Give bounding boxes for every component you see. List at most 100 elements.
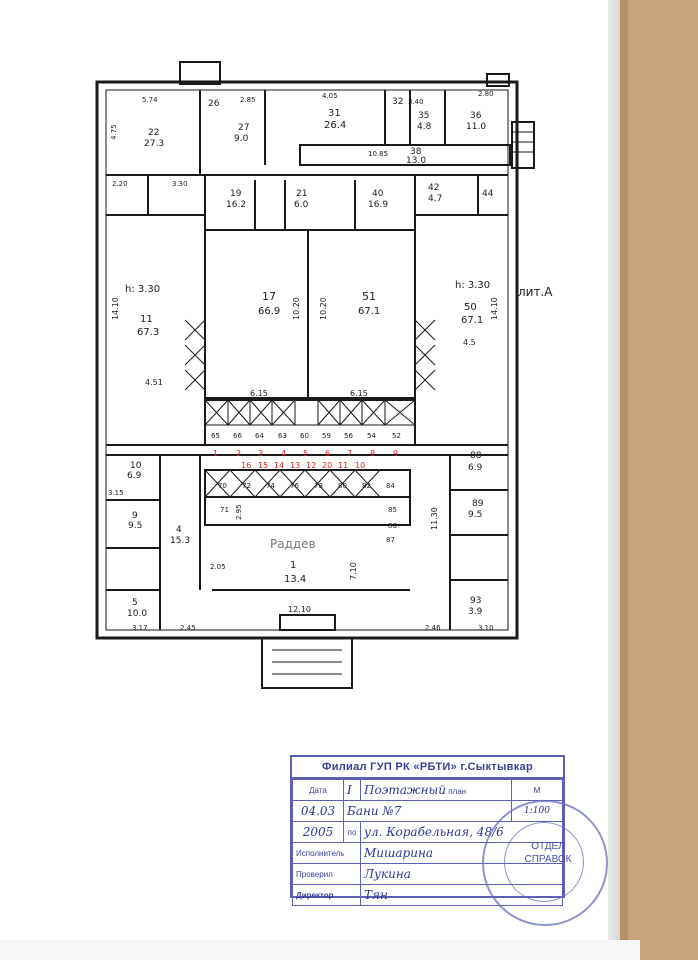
raddev-label: Раддев: [270, 537, 316, 551]
center-right-area: 67.1: [358, 306, 380, 317]
room-number: 22: [148, 128, 159, 138]
red-number: 4: [281, 449, 286, 458]
room-area: 4.8: [417, 122, 432, 132]
room-number: 42: [428, 183, 439, 193]
lobby-area: 13.4: [284, 574, 306, 585]
cardboard-folder: [628, 0, 698, 960]
object-name: Бани №7: [347, 804, 402, 818]
dim-label: 3.15: [108, 489, 124, 497]
corridor-cell: 63: [278, 432, 287, 440]
stall-label: 70: [218, 482, 227, 490]
center-left-area: 66.9: [258, 306, 280, 317]
room-number: 93: [470, 596, 481, 606]
round-seal: [482, 800, 608, 926]
director-label: Директор: [292, 884, 361, 906]
red-number: 7: [347, 449, 352, 458]
left-hall-dim: 14.10: [111, 297, 120, 320]
center-right-number: 51: [362, 290, 376, 303]
dim-label: 3.10: [478, 624, 494, 632]
dim-label: 3.40: [408, 98, 424, 106]
room-area: 16.2: [226, 200, 246, 210]
red-number: 16: [241, 461, 251, 470]
right-hall-number: 50: [464, 302, 477, 313]
corridor-cell: 52: [392, 432, 401, 440]
red-number: 6: [325, 449, 330, 458]
room-number: 10: [130, 461, 142, 471]
room-number: 32: [392, 97, 403, 107]
red-number: 10: [355, 461, 365, 470]
stall-label: 87: [386, 536, 395, 544]
center-left-number: 17: [262, 290, 276, 303]
lobby-dim-3: 11.30: [430, 507, 439, 530]
red-number: 5: [303, 449, 308, 458]
room-number: 88: [470, 451, 482, 461]
stall-label: 76: [290, 482, 299, 490]
red-number: 11: [338, 461, 348, 470]
executor-label: Исполнитель: [292, 842, 361, 864]
stall-label: 85: [388, 506, 397, 514]
room-number: 4: [176, 525, 182, 535]
lobby-dim: 12.10: [288, 605, 311, 614]
stall-label: 71: [220, 506, 229, 514]
lobby-dim-2: 7.10: [349, 562, 358, 580]
dim-label: 2.80: [478, 90, 494, 98]
plan-label: план: [448, 787, 467, 796]
dim-label: 2.46: [425, 624, 441, 632]
corridor-cell: 64: [255, 432, 264, 440]
stall-label: 80: [338, 482, 347, 490]
center-left-dim-2: 6.15: [250, 389, 268, 398]
center-right-dim: 10.20: [319, 297, 328, 320]
right-hall-dim: 14.10: [490, 297, 499, 320]
lobby-number: 1: [290, 560, 296, 571]
corridor-cell: 56: [344, 432, 353, 440]
corridor-cell: 65: [211, 432, 220, 440]
dim-label: 3.30: [172, 180, 188, 188]
side-stair: [511, 121, 535, 169]
stall-label: 84: [386, 482, 395, 490]
red-number: 3: [258, 449, 263, 458]
room-number: 27: [238, 123, 249, 133]
red-number: 1: [213, 449, 218, 458]
room-area: 11.0: [466, 122, 486, 132]
center-left-dim: 10.20: [292, 297, 301, 320]
room-number: 36: [470, 111, 482, 121]
checker-name: Лукина: [364, 867, 411, 881]
red-number: 12: [306, 461, 316, 470]
left-hall-area: 67.3: [137, 327, 159, 338]
room-number: 26: [208, 99, 220, 109]
left-hall-number: 11: [140, 314, 153, 325]
page-bottom: [0, 940, 640, 960]
room-number: 89: [472, 499, 484, 509]
red-number: 14: [274, 461, 284, 470]
address-value: ул. Корабельная, 48/6: [364, 825, 504, 839]
right-hall-area: 67.1: [461, 315, 483, 326]
dim-label: 2.45: [180, 624, 196, 632]
red-number: 13: [290, 461, 300, 470]
corridor-cell: 54: [367, 432, 376, 440]
date-value: 04.03: [300, 804, 336, 818]
room-number: 40: [372, 189, 384, 199]
director-name: Тян: [364, 888, 388, 902]
folder-shadow: [620, 0, 630, 960]
left-hall-height: h: 3.30: [125, 284, 160, 295]
room-number: 19: [230, 189, 242, 199]
corridor-cell: 60: [300, 432, 309, 440]
corridor-cells: 65 66 64 63 60 59 56 54 52: [211, 432, 401, 440]
room-area: 3.9: [468, 607, 483, 617]
center-right-dim-2: 6.15: [350, 389, 368, 398]
plan-title: Поэтажный: [364, 783, 446, 797]
year-value: 2005: [302, 825, 334, 839]
room-number: 44: [482, 189, 494, 199]
room-number: 9: [132, 511, 138, 521]
left-hall-dim-2: 4.51: [145, 378, 163, 387]
dim-label: 2.85: [240, 96, 256, 104]
room-area: 6.9: [127, 471, 142, 481]
checker-label: Проверил: [292, 863, 361, 885]
room-number: 35: [418, 111, 429, 121]
address-prefix: по: [343, 821, 361, 843]
red-number: 15: [258, 461, 268, 470]
entrance-porch: [261, 637, 353, 689]
room-area: 15.3: [170, 536, 190, 546]
corridor-cell: 59: [322, 432, 331, 440]
room-area: 6.9: [468, 463, 483, 473]
